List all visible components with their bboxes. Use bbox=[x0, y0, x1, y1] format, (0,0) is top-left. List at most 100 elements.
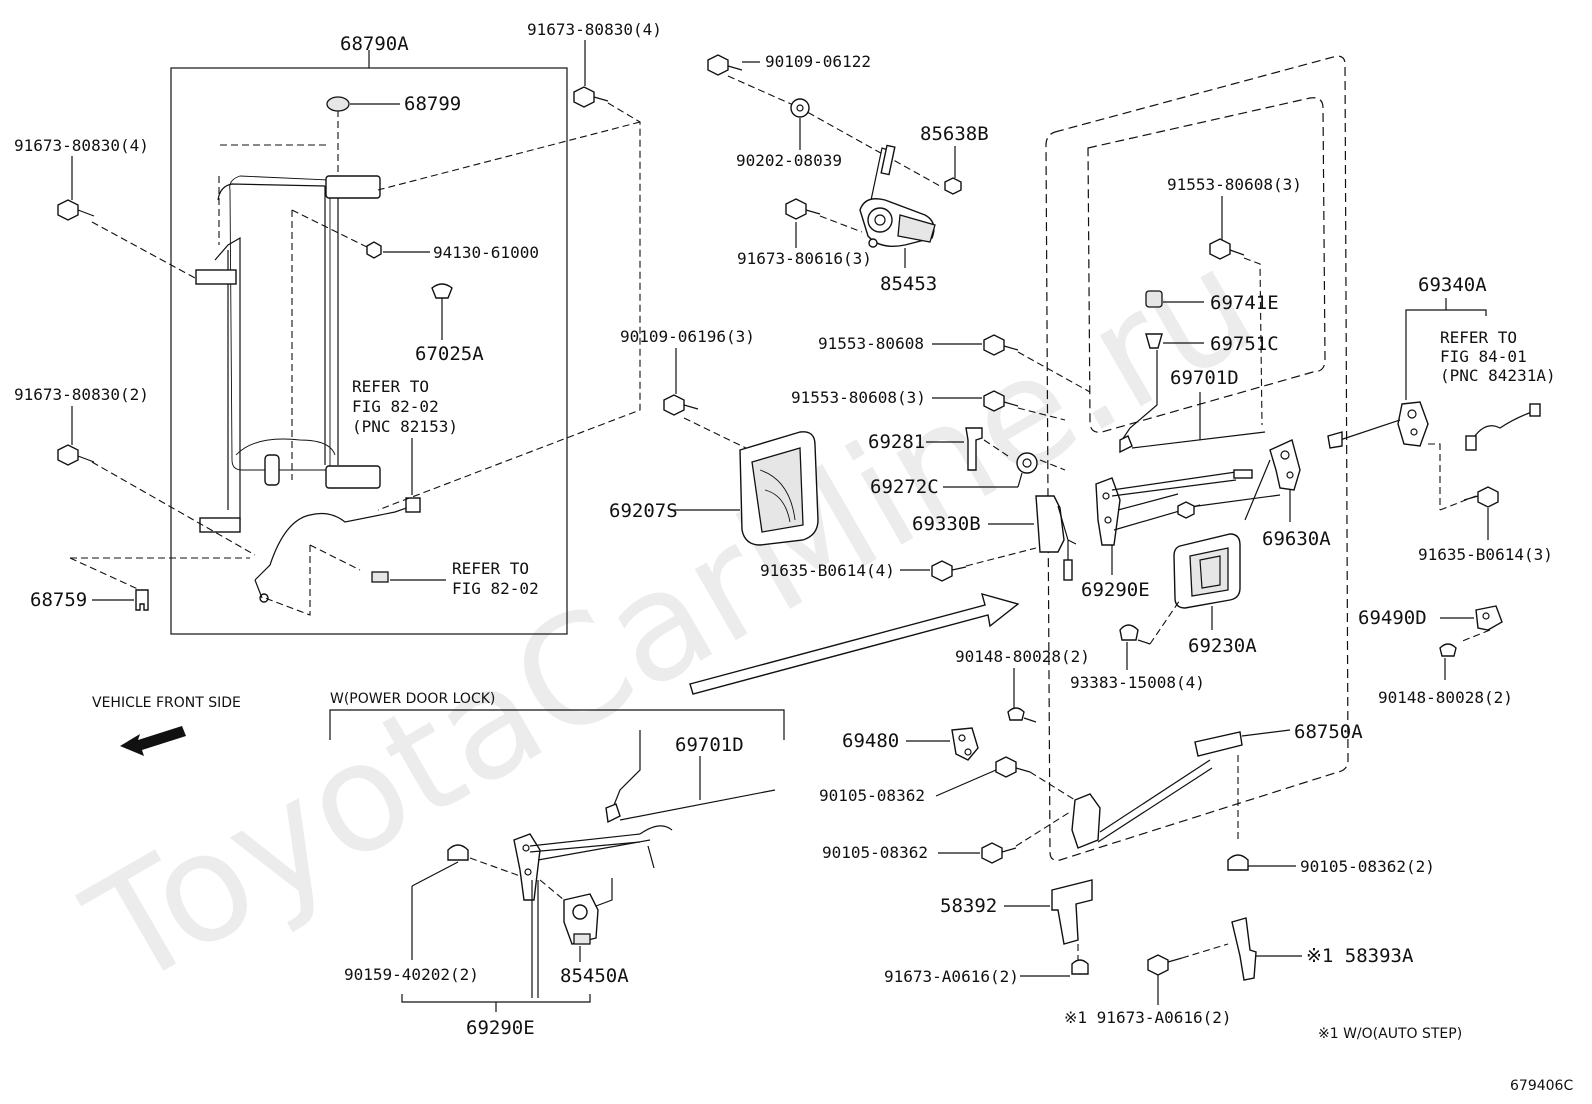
label-91553-80608[interactable]: 91553-80608 bbox=[818, 334, 924, 353]
label-91673-80830-4-top[interactable]: 91673-80830(4) bbox=[527, 20, 662, 39]
label-91635-b0614-3[interactable]: 91635-B0614(3) bbox=[1418, 545, 1553, 564]
label-69290e-mid[interactable]: 69290E bbox=[1081, 579, 1150, 601]
washer-90202 bbox=[790, 98, 810, 118]
switch-wire bbox=[1471, 411, 1533, 441]
label-90105-08362-b[interactable]: 90105-08362 bbox=[822, 843, 928, 862]
actuator-85453 bbox=[859, 144, 936, 248]
lever-69281 bbox=[965, 427, 983, 471]
label-85450a[interactable]: 85450A bbox=[560, 965, 629, 987]
harness-connector bbox=[405, 497, 421, 513]
label-94130-61000[interactable]: 94130-61000 bbox=[433, 243, 539, 262]
screws-mid: 93383-15008(4) 90148-80028(2) bbox=[955, 599, 1205, 723]
label-69630a[interactable]: 69630A bbox=[1262, 528, 1331, 550]
label-90148-80028-2-right[interactable]: 90148-80028(2) bbox=[1378, 688, 1513, 707]
label-58392[interactable]: 58392 bbox=[940, 895, 997, 917]
label-68799[interactable]: 68799 bbox=[404, 93, 461, 115]
bolt-91673-80830-left-upper bbox=[57, 199, 95, 221]
footnote-auto-step: ※1 W/O(AUTO STEP) bbox=[1318, 1026, 1462, 1042]
refer-82153-line2: FIG 82-02 bbox=[352, 397, 439, 416]
guide-pin bbox=[264, 454, 280, 486]
label-58393a[interactable]: ※1 58393A bbox=[1306, 945, 1414, 967]
label-69701d-bottom[interactable]: 69701D bbox=[675, 734, 744, 756]
label-68790a[interactable]: 68790A bbox=[340, 33, 409, 55]
label-85638b[interactable]: 85638B bbox=[920, 123, 989, 145]
label-91673-a0616-2-left[interactable]: 91673-A0616(2) bbox=[884, 967, 1019, 986]
label-90105-08362-2[interactable]: 90105-08362(2) bbox=[1300, 857, 1435, 876]
label-93383-15008-4[interactable]: 93383-15008(4) bbox=[1070, 673, 1205, 692]
label-69230a[interactable]: 69230A bbox=[1188, 635, 1257, 657]
plate-upper bbox=[195, 269, 237, 285]
screw-93383 bbox=[1119, 624, 1139, 641]
bolt-91553-top bbox=[1209, 238, 1231, 260]
label-67025a[interactable]: 67025A bbox=[415, 343, 484, 365]
bushing-69751c bbox=[1145, 333, 1163, 349]
label-91553-80608-3-top[interactable]: 91553-80608(3) bbox=[1167, 175, 1302, 194]
label-69490d[interactable]: 69490D bbox=[1358, 607, 1427, 629]
label-69290e-bottom[interactable]: 69290E bbox=[466, 1017, 535, 1039]
label-91673-a0616-2-bottom[interactable]: ※1 91673-A0616(2) bbox=[1064, 1008, 1232, 1027]
label-69281[interactable]: 69281 bbox=[868, 431, 925, 453]
group-69330b: 69330B 91635-B0614(4) bbox=[760, 495, 1077, 582]
refer-8202-line2: FIG 82-02 bbox=[452, 579, 539, 598]
refer-8202-line1: REFER TO bbox=[452, 559, 529, 578]
group-69290e-mid: 69290E bbox=[1081, 469, 1281, 601]
label-69701d-top[interactable]: 69701D bbox=[1170, 367, 1239, 389]
lock-knob-parts: 69741E 69751C 69701D bbox=[1119, 290, 1279, 454]
label-68759[interactable]: 68759 bbox=[30, 589, 87, 611]
assembly-box-68790a bbox=[170, 67, 568, 635]
knob-69741e bbox=[1145, 290, 1163, 308]
refer-84231a-line2: FIG 84-01 bbox=[1440, 347, 1527, 366]
label-69207s[interactable]: 69207S bbox=[609, 500, 678, 522]
screw-90148-right bbox=[1439, 643, 1457, 657]
bolt-91673-a0616-left bbox=[1071, 959, 1089, 975]
wire-harness bbox=[254, 504, 416, 581]
label-91673-80616-3[interactable]: 91673-80616(3) bbox=[737, 249, 872, 268]
label-69340a[interactable]: 69340A bbox=[1418, 274, 1487, 296]
label-90109-06196-3[interactable]: 90109-06196(3) bbox=[620, 327, 755, 346]
label-90109-06122[interactable]: 90109-06122 bbox=[765, 52, 871, 71]
screw-90148-mid bbox=[1007, 707, 1025, 721]
label-69751c[interactable]: 69751C bbox=[1210, 333, 1279, 355]
label-91673-80830-4-left[interactable]: 91673-80830(4) bbox=[14, 136, 149, 155]
striker-69490d bbox=[1475, 605, 1503, 631]
hinge-upper-68750a bbox=[1194, 731, 1243, 757]
vehicle-front-indicator: VEHICLE FRONT SIDE bbox=[92, 695, 241, 756]
label-69480[interactable]: 69480 bbox=[842, 730, 899, 752]
label-91673-80830-2[interactable]: 91673-80830(2) bbox=[14, 385, 149, 404]
label-69272c[interactable]: 69272C bbox=[870, 476, 939, 498]
direction-arrow bbox=[689, 592, 1020, 695]
diagram-id: 679406C bbox=[1510, 1078, 1573, 1094]
bolt-91635-4 bbox=[931, 560, 953, 582]
bolt-91673-80830-left-lower bbox=[57, 444, 95, 466]
bolt-91553-lower bbox=[983, 390, 1005, 412]
handle-parts: 69281 69272C bbox=[868, 427, 1066, 498]
bracket-58393a bbox=[1231, 917, 1257, 981]
label-90148-80028-2-mid[interactable]: 90148-80028(2) bbox=[955, 647, 1090, 666]
group-69480: 69480 bbox=[842, 727, 979, 761]
bolt-90159 bbox=[447, 844, 469, 861]
label-90202-08039[interactable]: 90202-08039 bbox=[736, 151, 842, 170]
nut-94130 bbox=[366, 241, 382, 259]
label-90105-08362-a[interactable]: 90105-08362 bbox=[819, 786, 925, 805]
label-85453[interactable]: 85453 bbox=[880, 273, 937, 295]
label-91635-b0614-4[interactable]: 91635-B0614(4) bbox=[760, 561, 895, 580]
refer-82153-line3: (PNC 82153) bbox=[352, 417, 458, 436]
label-69330b[interactable]: 69330B bbox=[912, 513, 981, 535]
front-arrow-icon bbox=[120, 726, 186, 756]
bolt-90105-2 bbox=[1227, 854, 1249, 871]
lock-body-69290e bbox=[1095, 477, 1121, 546]
label-90159-40202-2[interactable]: 90159-40202(2) bbox=[344, 965, 479, 984]
refer-82153-line1: REFER TO bbox=[352, 377, 429, 396]
label-91553-80608-3-mid[interactable]: 91553-80608(3) bbox=[791, 388, 926, 407]
rod-69701d bbox=[619, 789, 776, 821]
label-69741e[interactable]: 69741E bbox=[1210, 292, 1279, 314]
top-bolt-group: 91673-80830(4) bbox=[377, 20, 662, 511]
group-58393a: ※1 91673-A0616(2) ※1 58393A bbox=[1064, 917, 1414, 1027]
group-power-door-lock: W(POWER DOOR LOCK) 69701D 90159-40202(2)… bbox=[329, 691, 785, 1039]
group-91553: 91553-80608(3) 91553-80608 91553-80608(3… bbox=[791, 175, 1302, 426]
group-68790a: 68790A 68799 bbox=[69, 33, 568, 635]
label-68750a[interactable]: 68750A bbox=[1294, 721, 1363, 743]
washer-69272c bbox=[1016, 452, 1038, 474]
